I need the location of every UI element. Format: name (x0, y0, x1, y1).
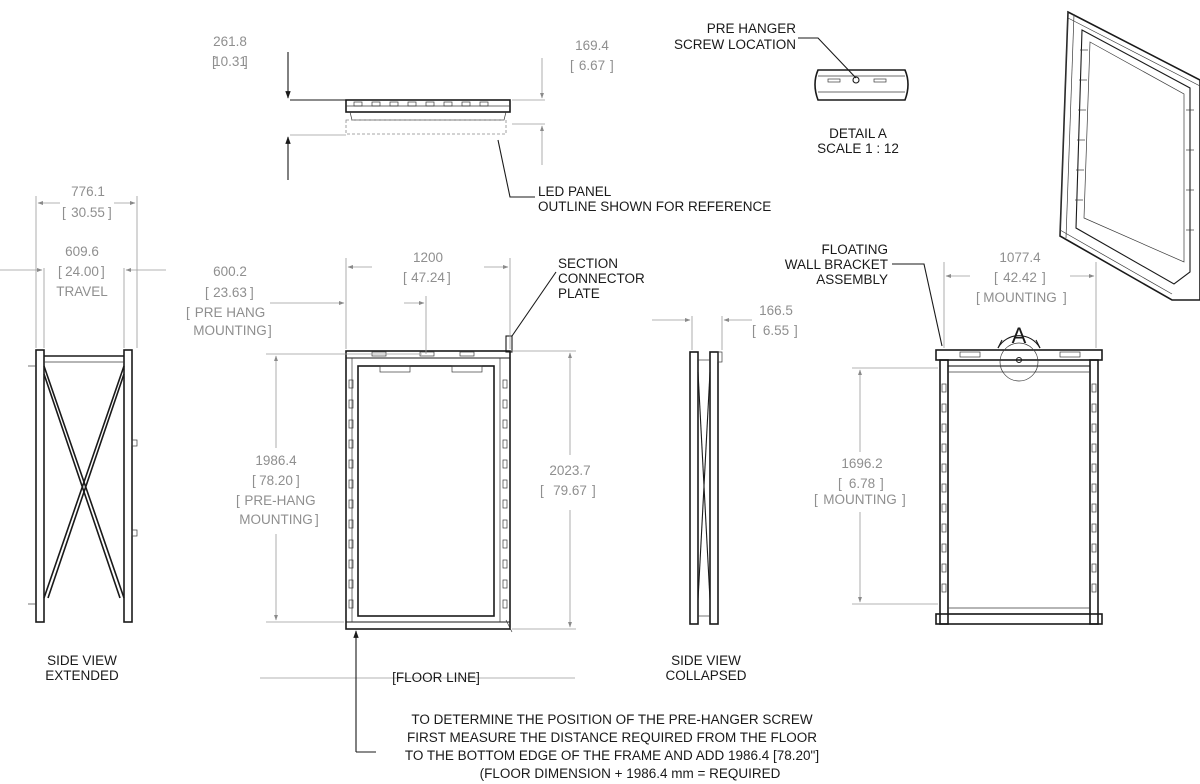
bracket-close: ] (244, 54, 248, 69)
bracket-close: ] (296, 473, 300, 488)
instruction-line3: TO THE BOTTOM EDGE OF THE FRAME AND ADD … (405, 748, 819, 763)
collapsed-depth: 166.5 (759, 303, 793, 318)
bracket-open: [ (236, 493, 240, 508)
bracket-close: ] (1063, 290, 1067, 305)
bracket-label1: FLOATING (821, 242, 888, 257)
section-label1: SECTION (558, 256, 618, 271)
bracket-close: ] (250, 285, 254, 300)
bracket-close: ] (592, 483, 596, 498)
front-prehang-h: 1986.4 (255, 453, 297, 468)
side-ext-overall-in: 30.55 (71, 205, 105, 220)
top-dim-a: 261.8 (213, 34, 247, 49)
wall-bracket-view (852, 262, 1103, 625)
detail-a-view (798, 37, 909, 101)
front-prehang-x-l2: MOUNTING (193, 323, 267, 338)
bracket-open: [ (186, 305, 190, 320)
wall-width: 1077.4 (999, 250, 1041, 265)
top-view (285, 52, 545, 198)
detail-title: DETAIL A (829, 126, 887, 141)
front-prehang-h-in: 78.20 (259, 473, 293, 488)
bracket-close: ] (108, 205, 112, 220)
side-view-collapsed (652, 316, 752, 625)
bracket-open: [ (403, 270, 407, 285)
collapsed-label2: COLLAPSED (665, 668, 746, 683)
side-ext-travel-label: TRAVEL (56, 284, 108, 299)
collapsed-label1: SIDE VIEW (671, 653, 741, 668)
front-prehang-h-l1: PRE-HANG (244, 493, 315, 508)
bracket-close: ] (315, 512, 319, 527)
front-view (260, 258, 576, 753)
bracket-open: [ (814, 492, 818, 507)
front-prehang-h-l2: MOUNTING (239, 512, 313, 527)
bracket-open: [ (205, 285, 209, 300)
top-dim-a-in: 10.31 (213, 54, 247, 69)
detail-callout-line2: SCREW LOCATION (674, 37, 796, 52)
bracket-open: [ (540, 483, 544, 498)
led-note-line1: LED PANEL (538, 184, 612, 199)
bracket-open: [ (976, 290, 980, 305)
bracket-close: ] (1042, 270, 1046, 285)
instruction-line2: FIRST MEASURE THE DISTANCE REQUIRED FROM… (407, 730, 817, 745)
collapsed-depth-in: 6.55 (763, 323, 789, 338)
bracket-open: [ (994, 270, 998, 285)
bracket-close: ] (101, 264, 105, 279)
bracket-open: [ (252, 473, 256, 488)
bracket-label2: WALL BRACKET (785, 257, 888, 272)
bracket-close: ] (880, 476, 884, 491)
bracket-close: ] (902, 492, 906, 507)
section-label2: CONNECTOR (558, 271, 645, 286)
wall-width-label: MOUNTING (983, 290, 1057, 305)
side-ext-label2: EXTENDED (45, 668, 119, 683)
side-ext-overall: 776.1 (71, 184, 105, 199)
bracket-open: [ (212, 54, 216, 69)
bracket-open: [ (58, 264, 62, 279)
front-height: 2023.7 (549, 463, 590, 478)
section-label3: PLATE (558, 286, 600, 301)
front-prehang-x-in: 23.63 (213, 285, 247, 300)
side-ext-travel-in: 24.00 (65, 264, 99, 279)
led-note-line2: OUTLINE SHOWN FOR REFERENCE (538, 199, 771, 214)
side-view-extended (0, 196, 166, 623)
bracket-close: ] (447, 270, 451, 285)
front-height-in: 79.67 (553, 483, 587, 498)
floor-line-label: [FLOOR LINE] (392, 670, 480, 685)
bracket-label3: ASSEMBLY (816, 272, 888, 287)
detail-callout-line1: PRE HANGER (707, 21, 797, 36)
bracket-open: [ (838, 476, 842, 491)
detail-a-marker: A (1012, 323, 1027, 348)
bracket-open: [ (62, 205, 66, 220)
wall-width-in: 42.42 (1003, 270, 1037, 285)
bracket-close: ] (610, 58, 614, 73)
side-ext-label1: SIDE VIEW (47, 653, 117, 668)
isometric-view (1059, 10, 1200, 301)
front-width: 1200 (413, 250, 443, 265)
bracket-close: ] (268, 323, 272, 338)
wall-height-label: MOUNTING (823, 492, 897, 507)
top-dim-b: 169.4 (575, 38, 609, 53)
wall-height-in: 6.78 (849, 476, 875, 491)
bracket-open: [ (570, 58, 574, 73)
top-dim-b-in: 6.67 (579, 58, 605, 73)
bracket-open: [ (752, 323, 756, 338)
front-prehang-x-l1: PRE HANG (195, 305, 266, 320)
wall-height: 1696.2 (841, 456, 882, 471)
detail-scale: SCALE 1 : 12 (817, 141, 899, 156)
front-width-in: 47.24 (411, 270, 445, 285)
instruction-line4: (FLOOR DIMENSION + 1986.4 mm = REQUIRED (480, 766, 781, 781)
side-ext-travel: 609.6 (65, 244, 99, 259)
front-prehang-x: 600.2 (213, 264, 247, 279)
bracket-close: ] (794, 323, 798, 338)
instruction-line1: TO DETERMINE THE POSITION OF THE PRE-HAN… (411, 712, 813, 727)
